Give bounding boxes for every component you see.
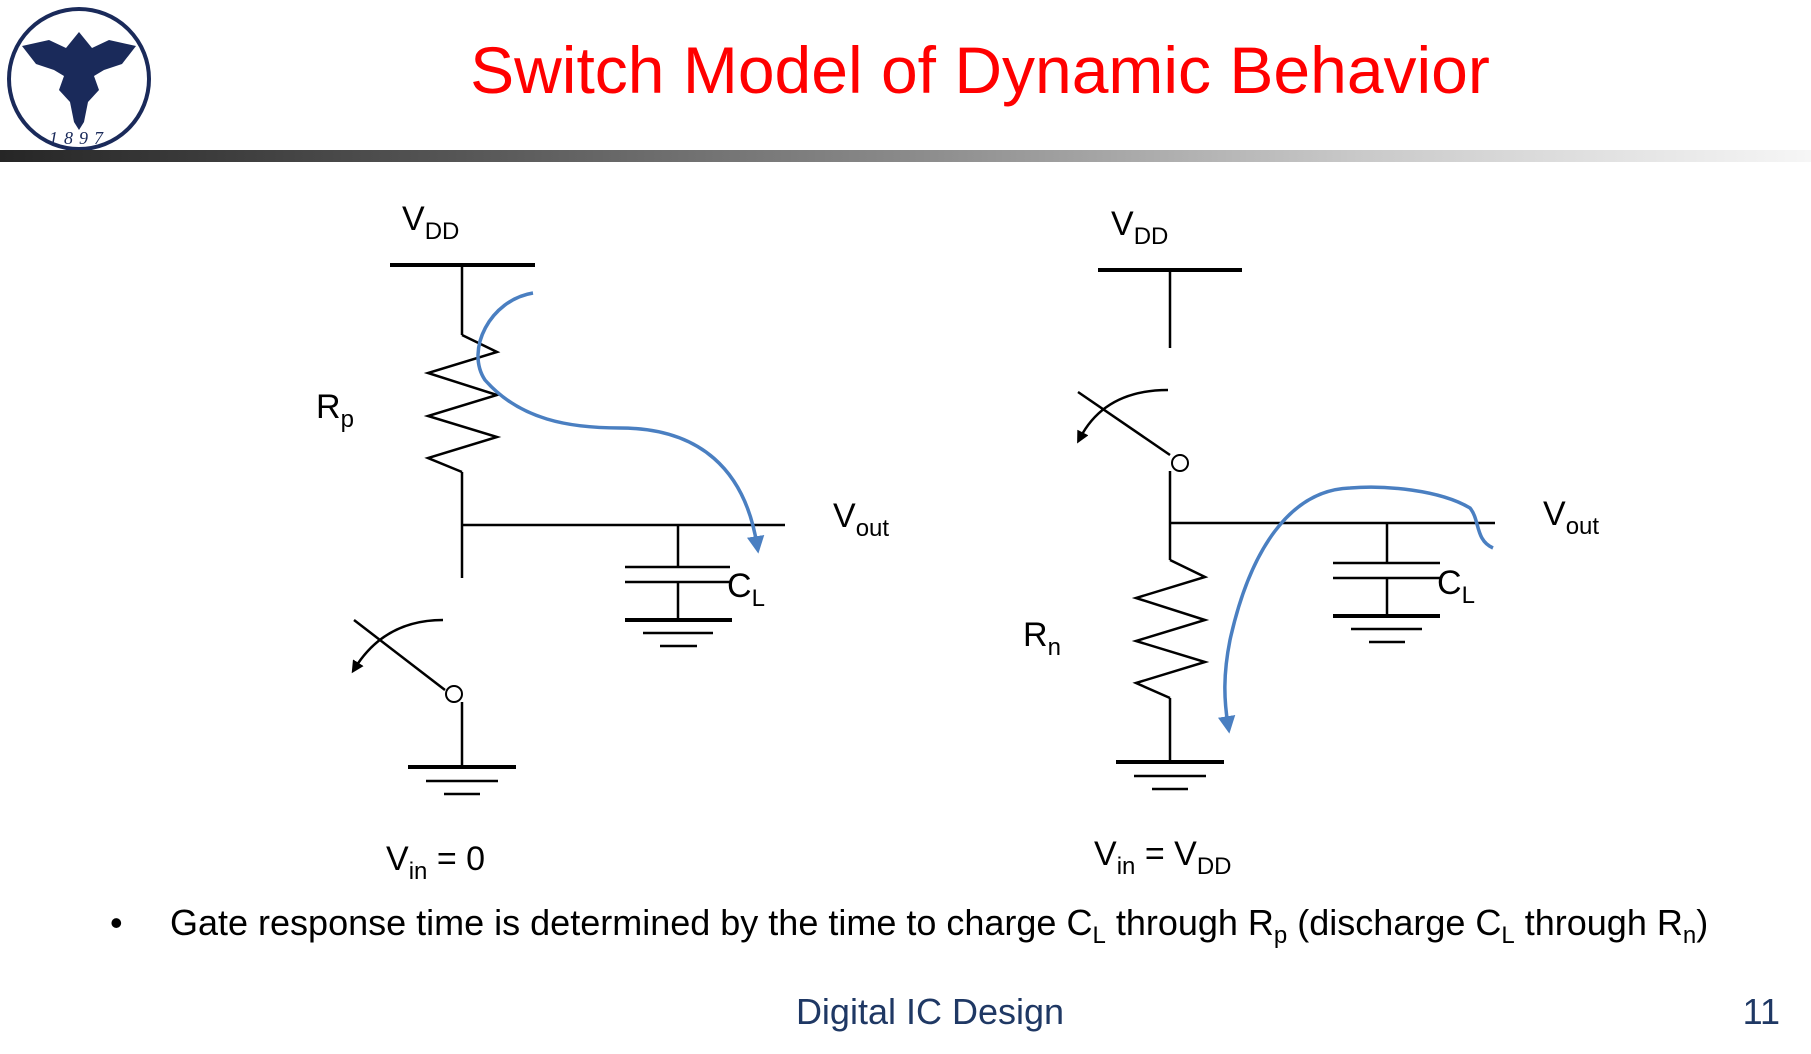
right-switch-motion-arrow (1077, 388, 1169, 444)
left-vout-label: Vout (833, 497, 889, 542)
bullet-text-1: Gate response time is determined by the … (170, 902, 1093, 943)
right-rn-label: Rn (1023, 616, 1061, 661)
right-resistor-rn (1131, 558, 1210, 700)
right-discharge-current-arrow (1217, 485, 1494, 734)
bullet-sub-2: p (1273, 922, 1288, 949)
footer-page-number: 11 (1742, 991, 1780, 1032)
title-divider (0, 150, 1811, 162)
eagle-seal-icon (22, 32, 136, 130)
left-switch-contact (445, 685, 463, 703)
left-rp-label: Rp (316, 388, 354, 433)
right-circuit (1077, 268, 1495, 791)
bullet-text-5: ) (1696, 902, 1709, 943)
bullet-sub-4: n (1682, 922, 1697, 949)
footer-course: Digital IC Design (795, 991, 1065, 1032)
left-circuit (351, 263, 785, 796)
left-charge-current-arrow (476, 291, 765, 554)
left-resistor-rp (423, 333, 502, 474)
right-cl-label: CL (1437, 564, 1475, 609)
right-vin-label: Vin = VDD (1094, 835, 1231, 880)
bullet-sub-1: L (1092, 922, 1106, 949)
right-switch-blade (1077, 390, 1171, 457)
left-vin-label: Vin = 0 (386, 840, 485, 885)
university-logo: 1897 (7, 7, 151, 151)
left-switch-blade (353, 619, 446, 691)
bullet-text-3: (discharge C (1287, 902, 1502, 943)
bullet-text-2: through R (1105, 902, 1274, 943)
left-cl-label: CL (727, 567, 765, 612)
right-vdd-label: VDD (1111, 205, 1168, 250)
left-vdd-label: VDD (402, 200, 459, 245)
left-switch-motion-arrow (351, 618, 444, 674)
right-switch-contact (1171, 454, 1189, 472)
bullet-sub-3: L (1501, 922, 1515, 949)
logo-ring (7, 7, 151, 151)
bullet-text-4: through R (1514, 902, 1683, 943)
logo-year: 1897 (49, 128, 109, 148)
right-vout-label: Vout (1543, 495, 1599, 540)
slide-title: Switch Model of Dynamic Behavior (470, 33, 1490, 107)
bullet-marker: • (110, 902, 123, 943)
bullet-point: • Gate response time is determined by the… (110, 900, 1709, 949)
